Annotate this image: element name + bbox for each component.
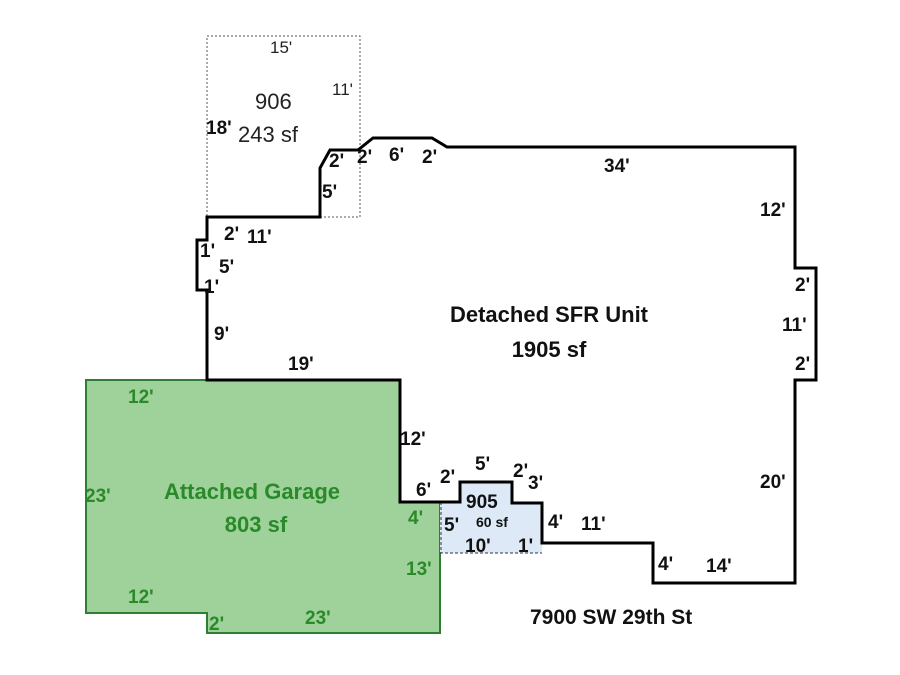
dim-label: 11' [247, 227, 272, 248]
dim-label: 2' [795, 275, 810, 296]
main-house-outline [195, 136, 818, 585]
dim-label: 23' [85, 486, 111, 507]
dim-label: 12' [760, 200, 786, 221]
dim-label: 5' [444, 515, 459, 536]
dim-label: 2' [795, 354, 810, 375]
dim-label: 3' [528, 473, 543, 494]
dim-label: 2' [329, 151, 344, 172]
annex-905-area: 60 sf [476, 514, 508, 530]
dim-label: 15' [270, 38, 292, 57]
dim-label: 4' [548, 512, 563, 533]
annex-906-area: 243 sf [238, 122, 299, 147]
annex-905-outline [440, 482, 542, 553]
garage-title: Attached Garage [164, 479, 340, 504]
dim-label: 2' [224, 224, 239, 245]
annex-906-id: 906 [255, 89, 292, 114]
dim-label: 5' [322, 182, 337, 203]
dim-label: 5' [475, 454, 490, 475]
annex-905-id: 905 [466, 492, 498, 513]
dim-label: 19' [288, 354, 314, 375]
address-label: 7900 SW 29th St [530, 606, 692, 629]
dim-label: 18' [206, 118, 232, 139]
dim-label: 9' [214, 324, 229, 345]
dim-label: 2' [422, 147, 437, 168]
dim-label: 13' [406, 559, 432, 580]
main-house-area: 1905 sf [512, 337, 587, 362]
dim-label: 2' [513, 461, 528, 482]
dim-label: 1' [204, 277, 219, 298]
dim-label: 11' [332, 80, 353, 99]
dim-label: 14' [706, 556, 732, 577]
dim-label: 1' [200, 241, 215, 262]
dim-label: 12' [128, 387, 154, 408]
dim-label: 23' [305, 608, 331, 629]
dim-label: 6' [416, 480, 431, 501]
dim-label: 10' [465, 536, 491, 557]
dim-label: 6' [389, 145, 404, 166]
dim-label: 20' [760, 472, 786, 493]
dim-label: 34' [604, 156, 630, 177]
dim-label: 5' [219, 257, 234, 278]
dim-label: 2' [209, 614, 224, 635]
garage-area: 803 sf [225, 512, 288, 537]
main-house-title: Detached SFR Unit [450, 302, 649, 327]
dim-label: 4' [658, 554, 673, 575]
dim-label: 12' [128, 587, 154, 608]
dim-label: 4' [408, 508, 423, 529]
dim-label: 1' [518, 536, 533, 557]
dim-label: 11' [581, 514, 606, 535]
annex-906-outline [206, 35, 361, 218]
dim-label: 2' [357, 147, 372, 168]
dim-label: 2' [440, 467, 455, 488]
dim-label: 12' [400, 429, 426, 450]
dim-label: 11' [782, 315, 807, 336]
